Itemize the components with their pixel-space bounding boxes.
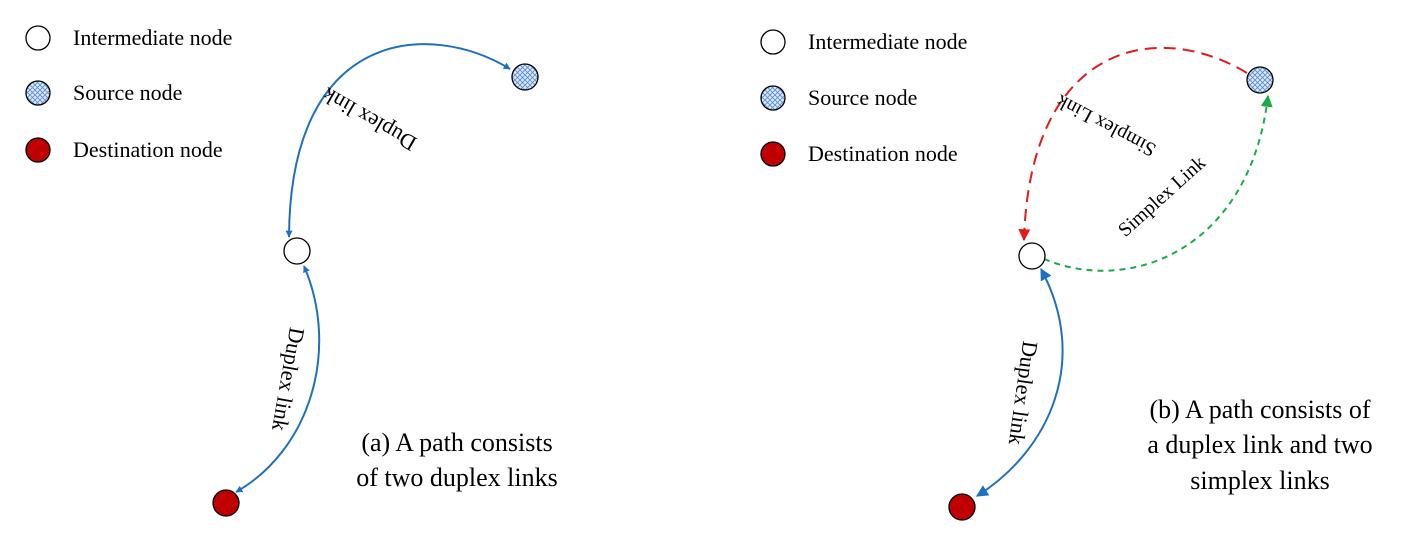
legend-a-destination-icon [25, 137, 51, 163]
panel-b-simplex-link-green [1043, 94, 1273, 272]
panel-b-caption-line3: simplex links [1190, 466, 1329, 495]
legend-a: Intermediate node Source node Destinatio… [25, 25, 232, 163]
panel-b-link-top-label: Simplex Link [1053, 90, 1160, 161]
legend-a-intermediate-label: Intermediate node [73, 25, 232, 50]
legend-a-source-label: Source node [73, 80, 182, 105]
panel-a-caption-line2: of two duplex links [356, 463, 558, 492]
panel-b-simplex-link-red [1018, 46, 1248, 242]
panel-b: Intermediate node Source node Destinatio… [760, 29, 1373, 521]
panel-b-source-node [1246, 66, 1274, 94]
panel-a-intermediate-node [283, 237, 311, 265]
panel-b-link-middle-label: Simplex Link [1114, 152, 1210, 242]
panel-b-caption-line1: (b) A path consists of [1150, 395, 1371, 424]
panel-a: Intermediate node Source node Destinatio… [25, 25, 558, 517]
legend-b-intermediate-label: Intermediate node [808, 29, 967, 54]
panel-a-duplex-link-top [285, 43, 511, 238]
legend-a-source-icon [25, 80, 51, 106]
legend-a-destination-label: Destination node [73, 137, 223, 162]
panel-a-destination-node [212, 489, 240, 517]
panel-a-source-node [511, 63, 539, 91]
panel-a-duplex-link-bottom [235, 265, 321, 493]
legend-b-destination-label: Destination node [808, 141, 958, 166]
legend-a-intermediate-icon [25, 25, 51, 51]
legend-b-intermediate-icon [760, 29, 786, 55]
panel-b-intermediate-node [1018, 242, 1046, 270]
panel-b-caption-line2: a duplex link and two [1147, 430, 1372, 459]
panel-a-link-top-label: Duplex link [318, 83, 421, 157]
panel-a-caption-line1: (a) A path consists [361, 428, 552, 457]
legend-b-source-label: Source node [808, 85, 917, 110]
legend-b-destination-icon [760, 141, 786, 167]
legend-b: Intermediate node Source node Destinatio… [760, 29, 967, 167]
panel-b-duplex-link [975, 267, 1064, 497]
legend-b-source-icon [760, 85, 786, 111]
panel-b-link-bottom-label: Duplex link [1004, 340, 1043, 447]
panel-b-destination-node [948, 493, 976, 521]
